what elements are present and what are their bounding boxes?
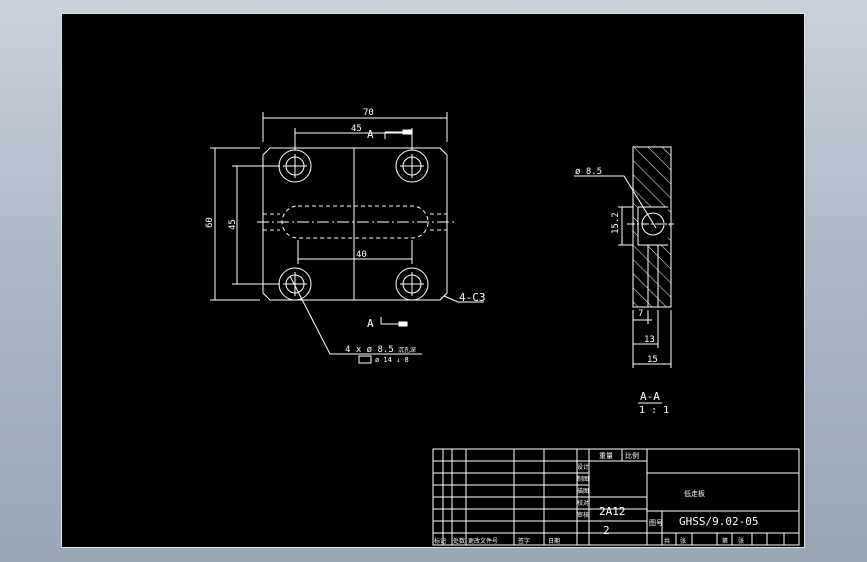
drawing-number: GHSS/9.02-05 bbox=[679, 515, 758, 528]
section-outline bbox=[632, 146, 672, 308]
section-height-label: 15.2 bbox=[611, 212, 621, 234]
sheet-label-1: 张 bbox=[680, 537, 686, 545]
title-block-text: 低走板 图号 GHSS/9.02-05 2A12 2 重量 比例 设计 制图 描… bbox=[434, 451, 758, 545]
section-view-text: ø 8.5 15.2 7 13 15 A-A 1 : 1 bbox=[575, 167, 669, 416]
dimension-section-13 bbox=[632, 310, 659, 348]
dimension-section-7 bbox=[632, 310, 652, 324]
head-scale: 比例 bbox=[625, 451, 639, 460]
hole-note-sub: ø 14 ↓ 8 bbox=[375, 356, 409, 364]
hole-note-box bbox=[358, 355, 372, 364]
hole-top-left bbox=[278, 149, 312, 183]
dim-slot-label: 40 bbox=[356, 250, 367, 260]
slot-side-hidden-left bbox=[263, 213, 280, 231]
sheet-label-0: 共 bbox=[664, 537, 670, 545]
bottom-label-0: 标记 bbox=[434, 537, 446, 545]
material: 2A12 bbox=[599, 505, 626, 518]
title-block bbox=[432, 448, 800, 546]
dimension-section-height bbox=[618, 206, 633, 246]
dim-width-label: 70 bbox=[363, 108, 374, 118]
section-dim-13-label: 13 bbox=[644, 335, 655, 345]
dimension-hole-spacing-x bbox=[294, 128, 413, 150]
dim-hole-spacing-x-label: 45 bbox=[351, 124, 362, 134]
dimension-slot bbox=[297, 240, 413, 264]
dimension-height bbox=[210, 147, 260, 301]
left-label-4: 审核 bbox=[577, 511, 589, 519]
slot-hidden bbox=[281, 205, 429, 239]
section-view bbox=[574, 146, 674, 404]
chamfer-note: 4-C3 bbox=[459, 291, 486, 304]
chamfer-leader bbox=[443, 295, 484, 303]
hole-note-suffix: 沉孔深 bbox=[398, 346, 416, 354]
slot-side-hidden-right bbox=[430, 213, 447, 231]
head-weight: 重量 bbox=[599, 452, 613, 460]
cad-drawing: 70 45 A 60 45 40 A 4-C3 4 x ø 8.5 沉孔深 ø … bbox=[205, 108, 800, 546]
hole-top-right bbox=[395, 149, 429, 183]
sheet-label-3: 张 bbox=[738, 537, 744, 545]
sheet-label-2: 第 bbox=[722, 537, 728, 545]
dimension-width bbox=[262, 112, 448, 142]
plate-outline bbox=[262, 147, 448, 301]
left-label-2: 描图 bbox=[577, 487, 589, 495]
left-label-1: 制图 bbox=[577, 475, 589, 483]
bottom-label-4: 日期 bbox=[548, 537, 560, 545]
section-title: A-A bbox=[640, 390, 660, 403]
drawing-sheet: 70 45 A 60 45 40 A 4-C3 4 x ø 8.5 沉孔深 ø … bbox=[61, 13, 805, 548]
hole-bottom-left bbox=[278, 267, 312, 301]
bottom-label-1: 处数 bbox=[453, 537, 465, 545]
section-scale: 1 : 1 bbox=[639, 405, 669, 416]
left-label-3: 校对 bbox=[577, 499, 589, 507]
section-label-top: A bbox=[367, 128, 374, 141]
dimension-section-15 bbox=[632, 310, 672, 368]
hole-bottom-right bbox=[395, 267, 429, 301]
dimension-hole-spacing-y bbox=[232, 165, 280, 285]
section-marker-top bbox=[384, 129, 412, 139]
dim-hole-spacing-y-label: 45 bbox=[228, 219, 238, 230]
quantity: 2 bbox=[603, 524, 610, 537]
hole-note: 4 x ø 8.5 bbox=[345, 345, 394, 355]
left-label-0: 设计 bbox=[577, 463, 589, 471]
section-dia-leader bbox=[574, 175, 657, 229]
section-dia-label: ø 8.5 bbox=[575, 167, 602, 177]
section-label-bottom: A bbox=[367, 317, 374, 330]
drawing-number-label: 图号 bbox=[649, 519, 663, 527]
bottom-label-3: 签字 bbox=[518, 537, 530, 545]
part-name: 低走板 bbox=[684, 489, 705, 498]
plan-view-text: 70 45 A 60 45 40 A 4-C3 4 x ø 8.5 沉孔深 ø … bbox=[205, 108, 486, 364]
hole-leader bbox=[289, 275, 422, 355]
plan-view bbox=[210, 112, 484, 364]
section-dim-7-label: 7 bbox=[638, 309, 643, 319]
section-marker-bottom bbox=[380, 317, 408, 327]
dim-height-label: 60 bbox=[205, 217, 215, 228]
section-dim-15-label: 15 bbox=[647, 355, 658, 365]
bottom-label-2: 更改文件号 bbox=[468, 537, 498, 545]
